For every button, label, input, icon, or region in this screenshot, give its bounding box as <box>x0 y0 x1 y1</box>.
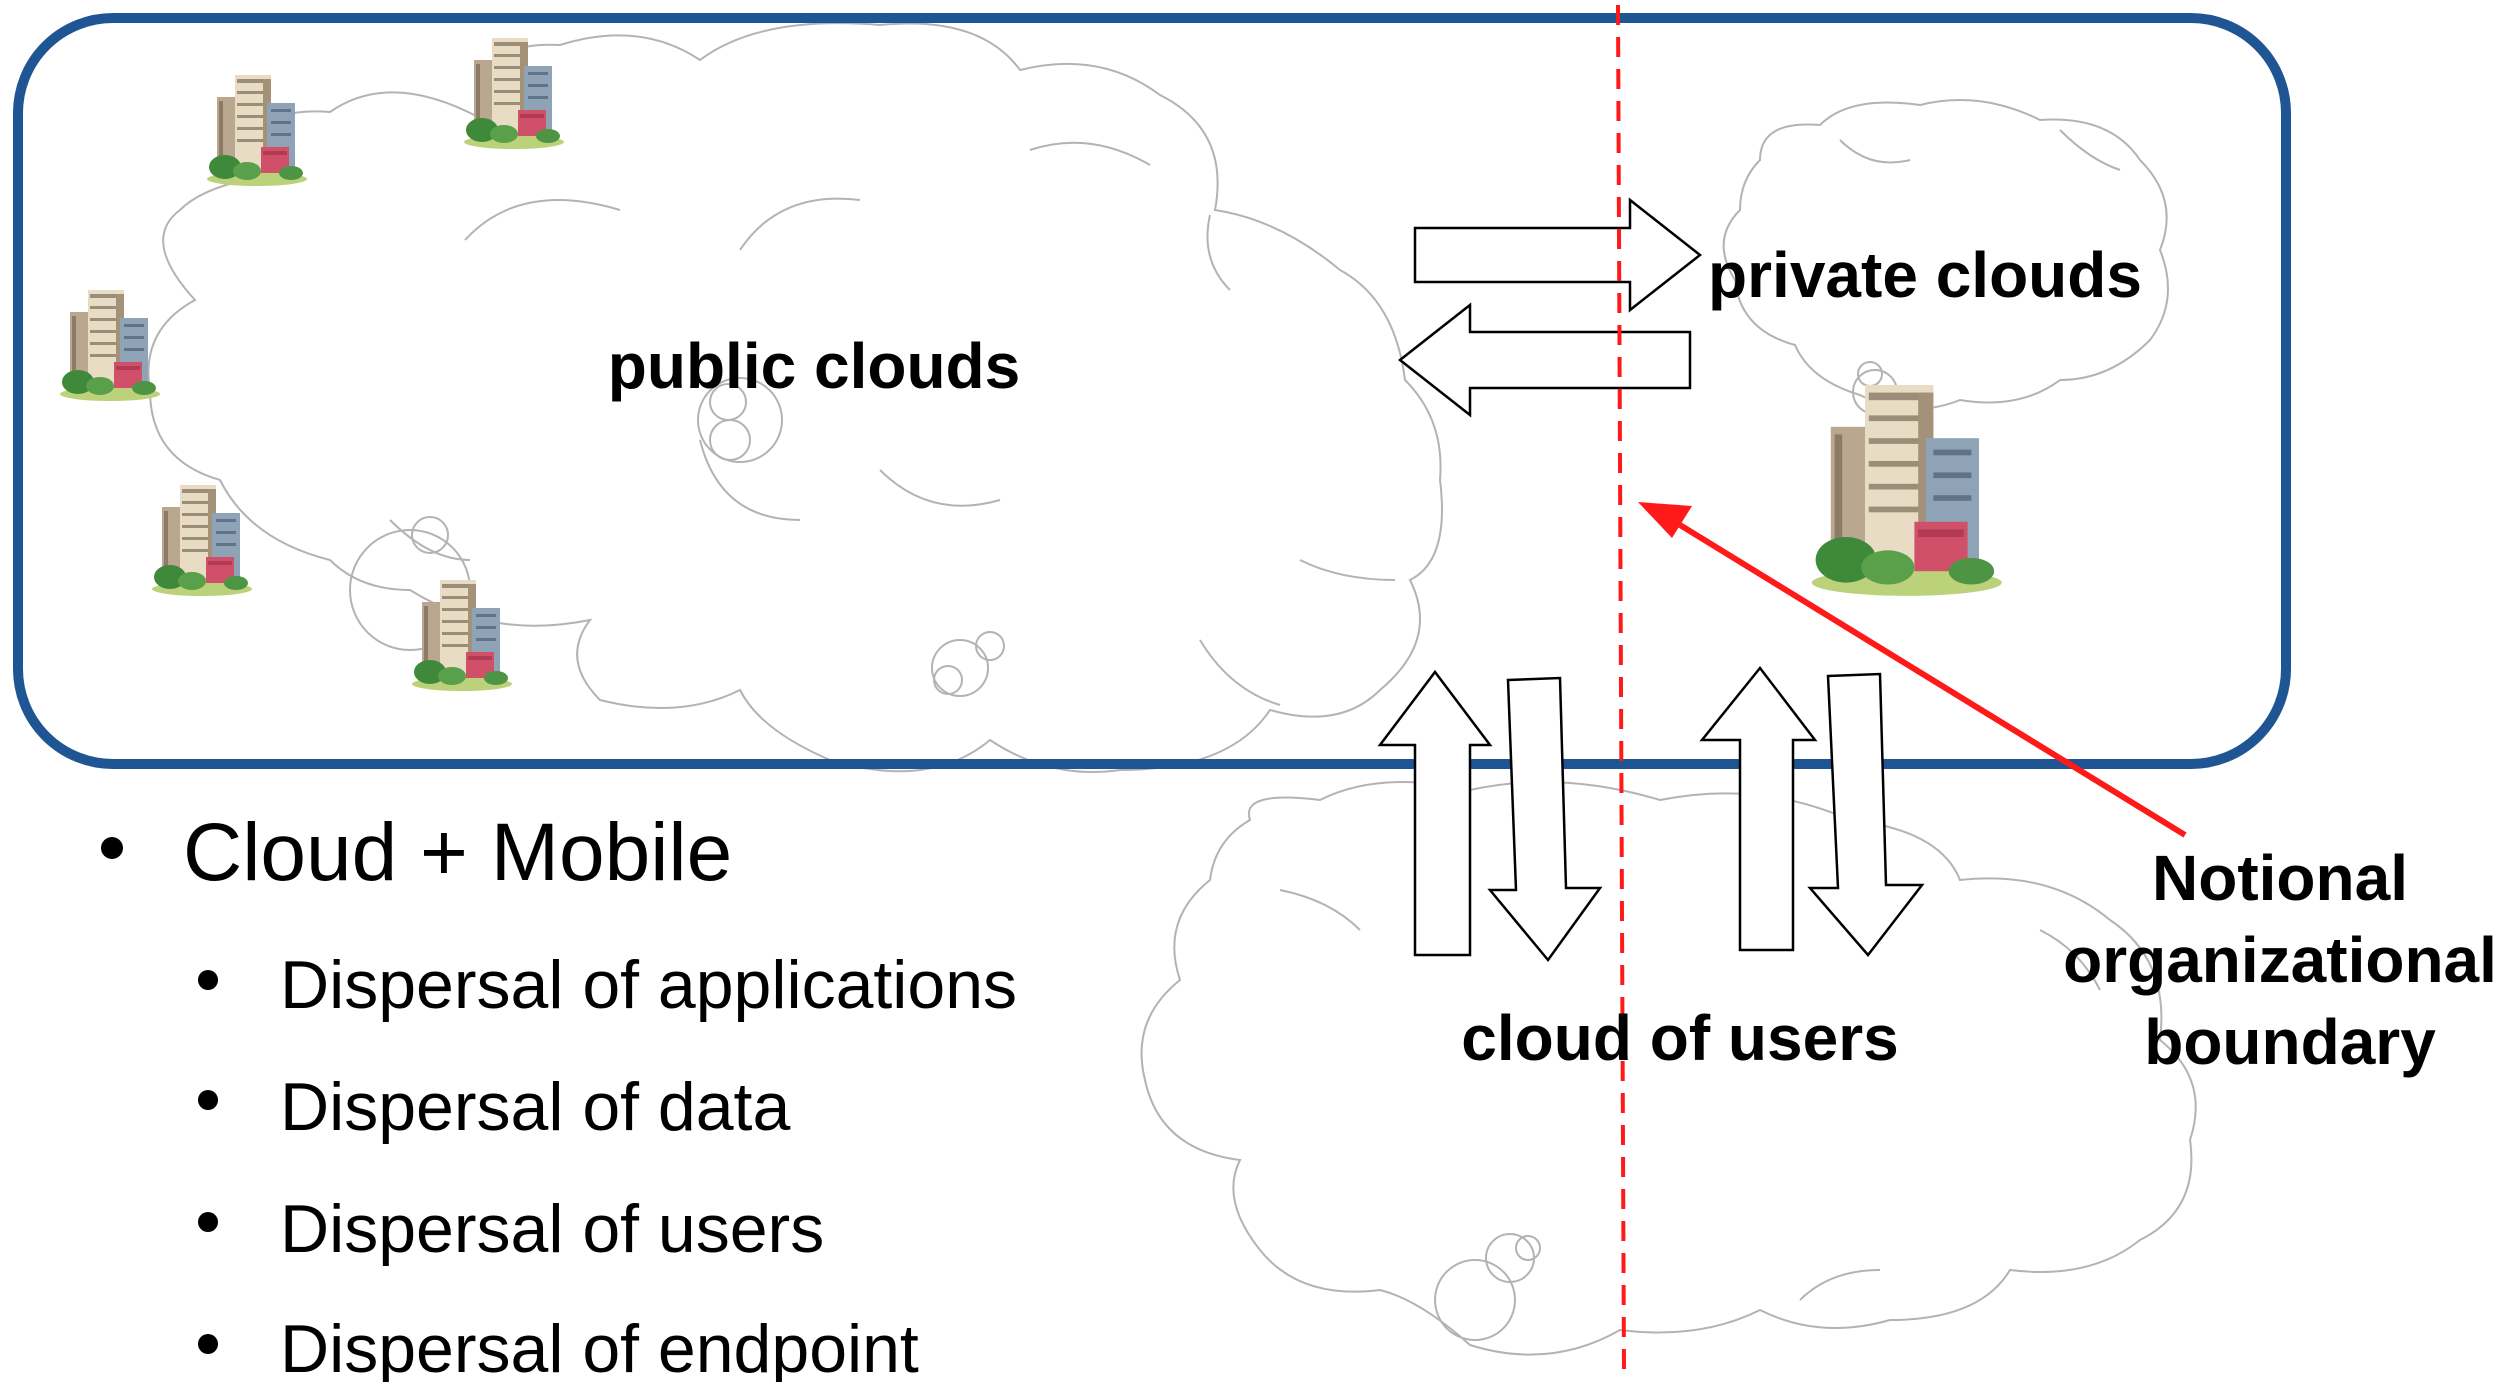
public-cloud-outline <box>147 22 1443 773</box>
office-building-icon <box>412 580 512 691</box>
sub-bullet-dot <box>198 1334 218 1354</box>
sub-bullet-item: Dispersal of endpoint <box>280 1311 919 1382</box>
boundary-pointer-arrowhead-icon <box>1638 502 1692 538</box>
sub-bullet-dot <box>198 970 218 990</box>
arrow-up-right-icon <box>1699 665 1818 952</box>
arrow-to-private-icon <box>1413 197 1703 313</box>
organizational-boundary-line <box>1616 4 1626 1376</box>
sub-bullet-item: Dispersal of applications <box>280 947 1017 1023</box>
private-clouds-label: private clouds <box>1708 239 2142 311</box>
office-building-icon <box>207 75 307 186</box>
bullet-dot <box>101 837 123 859</box>
office-building-icon <box>1811 385 2002 596</box>
sub-bullet-item: Dispersal of data <box>280 1069 790 1145</box>
sub-bullet-dot <box>198 1090 218 1110</box>
arrow-up-left-icon <box>1377 669 1493 957</box>
boundary-pointer-arrow <box>1678 522 2187 838</box>
boundary-label-line2: organizational <box>2063 924 2497 996</box>
arrow-down-right-icon <box>1807 672 1925 957</box>
arrow-to-public-icon <box>1397 302 1692 418</box>
office-building-icon <box>464 38 564 149</box>
boundary-label-line1: Notional <box>2152 842 2408 914</box>
sub-bullet-item: Dispersal of users <box>280 1191 824 1267</box>
bullet-main: Cloud + Mobile <box>183 807 732 898</box>
boundary-label-line3: boundary <box>2144 1006 2436 1078</box>
sub-bullet-dot <box>198 1212 218 1232</box>
users-cloud-outline <box>1140 781 2197 1356</box>
office-building-icon <box>60 290 160 401</box>
cloud-of-users-label: cloud of users <box>1461 1002 1898 1074</box>
arrow-down-left-icon <box>1487 676 1603 963</box>
enterprise-frame <box>13 13 2291 769</box>
public-clouds-label: public clouds <box>608 330 1020 402</box>
office-building-icon <box>152 485 252 596</box>
